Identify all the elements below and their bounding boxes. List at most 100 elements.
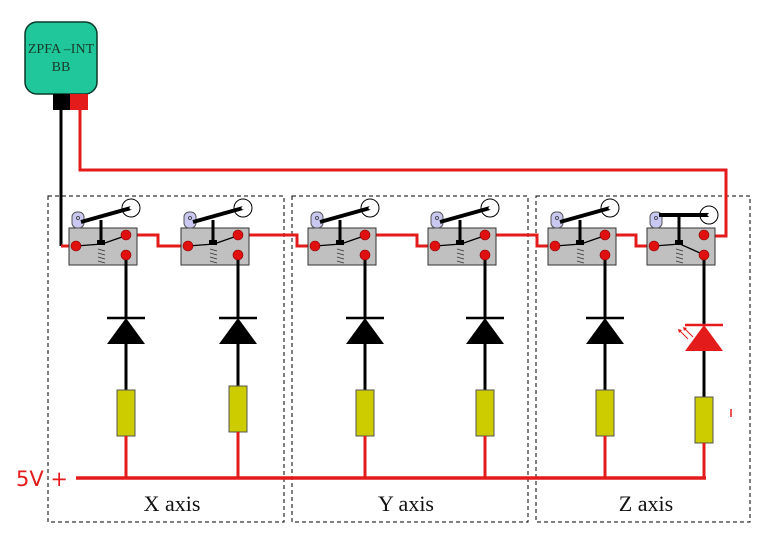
resistor [475,389,495,437]
section-x-axis: X axis [47,195,285,523]
5v-label: 5V + [16,467,68,491]
plunger-head [336,240,344,245]
chain-wire [485,233,555,248]
plunger-head [675,240,683,245]
terminal-no [359,229,371,241]
contact-arm [314,236,362,247]
roller-axle [241,206,245,210]
chain-wire [238,233,315,248]
pivot-pin [188,216,192,220]
resistor [694,396,714,444]
limit-switch-z1 [547,198,624,478]
section-label: Y axis [378,491,434,516]
resistor [355,389,375,437]
diode-triangle [346,318,384,344]
terminal-no [599,229,611,241]
top-wiring [59,110,728,246]
terminal-common [70,240,82,252]
connector-red [70,94,88,110]
spring [576,248,585,264]
chain-wire [365,233,435,248]
red-wire-supply [78,110,728,238]
diode-icon [466,316,504,344]
diode-icon [346,316,384,344]
switch-lever [319,206,371,224]
terminal-common [429,240,441,252]
limit-switch-y2 [427,198,504,478]
switch-lever [559,206,611,224]
led-icon [678,323,723,351]
terminal-no [232,229,244,241]
limit-switch-y1 [307,198,384,478]
plunger-head [97,240,105,245]
resistor [595,389,615,437]
lever-roller [699,205,719,225]
module-label-line1: ZPFA –INT [28,42,95,57]
roller-axle [707,213,711,217]
section-box [535,195,751,523]
lever-roller [480,198,500,218]
pivot-pin [315,216,319,220]
resistor [116,389,136,437]
terminal-common [549,240,561,252]
module-label-line2: BB [52,60,71,75]
diode-triangle [586,318,624,344]
plunger-head [576,240,584,245]
limit-switch-x2 [180,198,257,478]
section-z-axis: Z axis [535,195,751,523]
terminal-nc [232,249,244,261]
diode-triangle [219,318,257,344]
contact-arm [554,236,602,247]
contact-arm [434,236,482,247]
spring [209,248,218,264]
roller-axle [368,206,372,210]
terminal-no [698,229,710,241]
terminal-nc [698,249,710,261]
spring [97,248,106,264]
diode-triangle [466,318,504,344]
chain-wire [605,233,654,248]
pivot-pin [435,216,439,220]
switch-lever [192,206,244,224]
terminal-common [182,240,194,252]
plunger-head [209,240,217,245]
roller-axle [129,206,133,210]
terminal-no [120,229,132,241]
pivot-pin [654,216,658,220]
terminal-nc [479,249,491,261]
led-arrows [678,327,694,340]
diode-icon [107,316,145,344]
contact-arm [75,236,123,247]
section-box [291,195,529,523]
lever-roller [600,198,620,218]
switch-lever [80,206,132,224]
arrow-head [683,327,687,331]
diode-triangle [107,318,145,344]
limit-switch-x1 [68,198,145,478]
zpfa-int-bb-module: ZPFA –INT BB [24,21,98,110]
section-label: Z axis [619,491,673,516]
contact-arm [653,243,701,254]
pivot-pin [555,216,559,220]
power-rail: 5V + [16,467,706,491]
roller-axle [488,206,492,210]
chain-wire [126,233,188,248]
terminal-nc [359,249,371,261]
section-y-axis: Y axis [291,195,529,523]
terminal-common [309,240,321,252]
diode-icon [219,316,257,344]
section-box [47,195,285,523]
spring [456,248,465,264]
plunger-head [456,240,464,245]
arrow-head [678,329,682,333]
spring [675,248,684,264]
switch-chain-wiring [61,233,654,248]
diode-triangle [685,325,723,351]
terminal-nc [120,249,132,261]
terminal-common [648,240,660,252]
switch-lever [439,206,491,224]
lever-roller [360,198,380,218]
diode-icon [586,316,624,344]
pivot-pin [76,216,80,220]
